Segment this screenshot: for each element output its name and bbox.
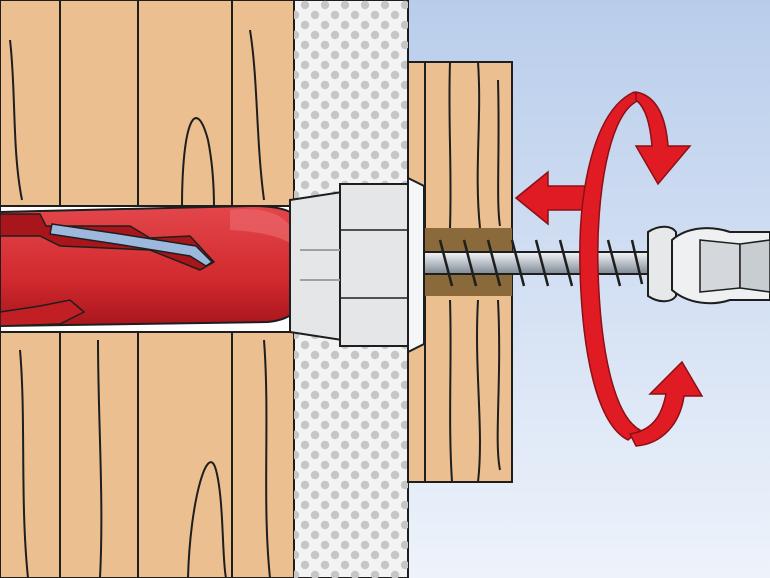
- anchor-collar: [289, 176, 425, 354]
- rotate-arrow-icon: [579, 91, 704, 447]
- screwdriver-icon: [671, 227, 770, 305]
- wall-plug-anchor: [0, 204, 301, 328]
